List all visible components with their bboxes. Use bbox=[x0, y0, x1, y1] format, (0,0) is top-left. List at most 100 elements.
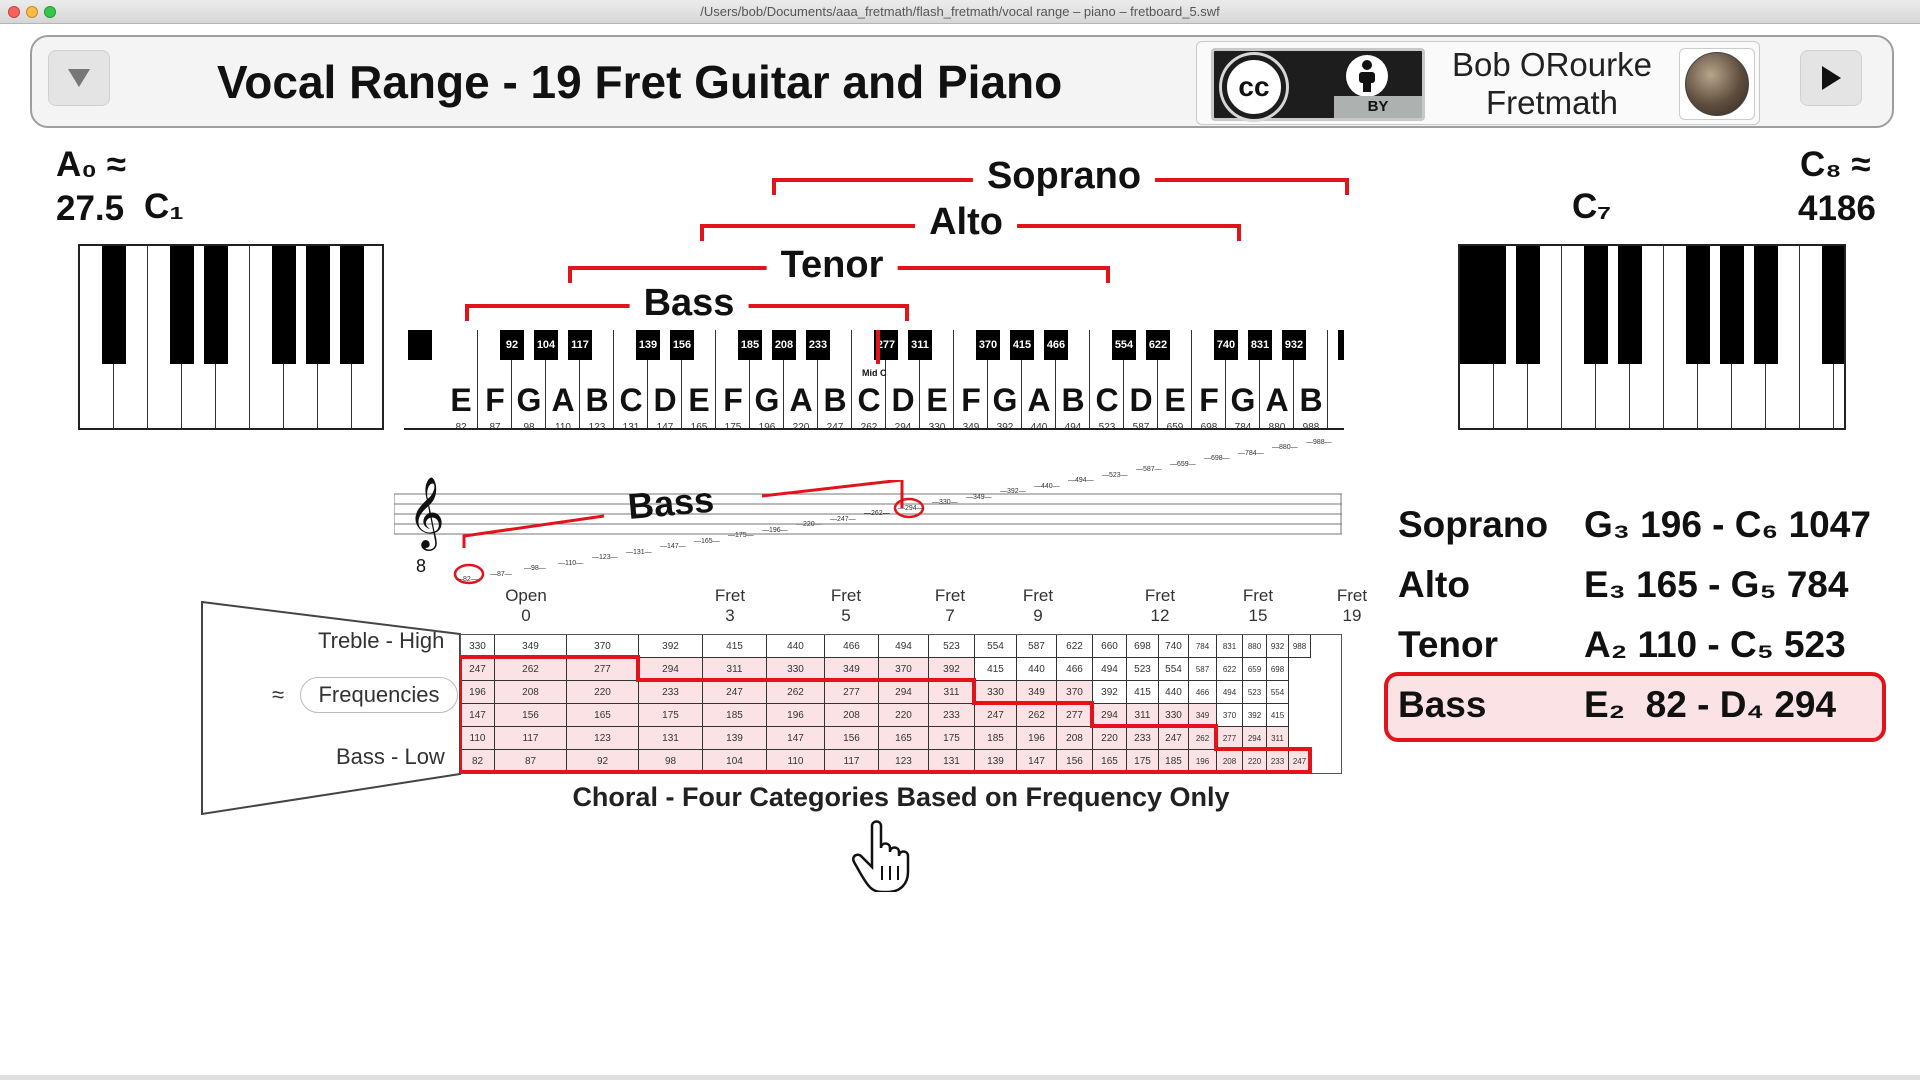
note-frequency: 698 bbox=[1200, 422, 1218, 430]
note-frequency: 82 bbox=[455, 422, 467, 430]
sharp-key[interactable]: 117 bbox=[568, 330, 592, 360]
piano-black-key[interactable] bbox=[1482, 246, 1506, 364]
fretboard-cell: 659 bbox=[1243, 658, 1267, 681]
fretboard-cell: 247 bbox=[461, 658, 495, 681]
fretboard-cell: 165 bbox=[879, 727, 929, 750]
avatar[interactable] bbox=[1679, 48, 1755, 120]
note-frequency: 98 bbox=[523, 422, 535, 430]
sharp-key[interactable]: 233 bbox=[806, 330, 830, 360]
piano-black-key[interactable] bbox=[1516, 246, 1540, 364]
note-frequency: 659 bbox=[1166, 422, 1184, 430]
staff-note-label: —220— bbox=[796, 521, 822, 528]
sharp-key[interactable]: 466 bbox=[1044, 330, 1068, 360]
note-letter: B bbox=[1061, 382, 1085, 418]
piano-black-key[interactable] bbox=[204, 246, 228, 364]
fret-label-number: 3 bbox=[725, 606, 735, 625]
note-frequency: 784 bbox=[1234, 422, 1252, 430]
fretboard-cell: 587 bbox=[1017, 635, 1057, 658]
sharp-key[interactable]: 554 bbox=[1112, 330, 1136, 360]
close-window-icon[interactable] bbox=[8, 6, 20, 18]
sharp-key[interactable]: 208 bbox=[772, 330, 796, 360]
piano-black-key[interactable] bbox=[170, 246, 194, 364]
sharp-key[interactable]: 415 bbox=[1010, 330, 1034, 360]
piano-black-key[interactable] bbox=[1460, 246, 1484, 364]
soprano-range-label: Soprano bbox=[972, 156, 1156, 196]
fret-label-number: 12 bbox=[1150, 606, 1170, 625]
piano-black-key[interactable] bbox=[272, 246, 296, 364]
piano-black-key[interactable] bbox=[1822, 246, 1844, 364]
fret-label-top: Fret bbox=[1144, 586, 1176, 605]
zoom-window-icon[interactable] bbox=[44, 6, 56, 18]
fretboard-cell: 392 bbox=[1243, 704, 1267, 727]
fretboard-cell: 196 bbox=[1017, 727, 1057, 750]
frequencies-button[interactable]: Frequencies bbox=[300, 677, 458, 713]
fretboard-cell: 554 bbox=[975, 635, 1017, 658]
staff-note-label: —165— bbox=[694, 537, 720, 545]
sharp-key[interactable]: 92 bbox=[500, 330, 524, 360]
fretboard-cell: 415 bbox=[1127, 681, 1159, 704]
sharp-key[interactable]: 622 bbox=[1146, 330, 1170, 360]
piano-white-key[interactable] bbox=[444, 330, 478, 428]
approx-symbol: ≈ bbox=[272, 682, 285, 707]
note-frequency: 220 bbox=[792, 422, 810, 430]
alto-info-range: E₃ 165 - G₅ 784 bbox=[1584, 564, 1849, 605]
guitar-photo-icon bbox=[1685, 52, 1749, 116]
note-frequency: 196 bbox=[758, 422, 776, 430]
play-next-button[interactable] bbox=[1800, 50, 1862, 106]
note-frequency: 988 bbox=[1302, 422, 1320, 430]
fretboard-cell: 415 bbox=[1267, 704, 1289, 727]
note-frequency: 110 bbox=[555, 422, 571, 430]
sharp-key[interactable]: 831 bbox=[1248, 330, 1272, 360]
staff-note-label: —87— bbox=[490, 570, 512, 578]
staff-note-label: —175— bbox=[728, 532, 754, 539]
staff-note-label: —784— bbox=[1238, 449, 1264, 457]
piano-black-key[interactable] bbox=[1754, 246, 1778, 364]
sharp-key[interactable]: 104 bbox=[534, 330, 558, 360]
sharp-key[interactable]: 185 bbox=[738, 330, 762, 360]
fretboard-cell: 247 bbox=[703, 681, 767, 704]
note-letter: F bbox=[723, 382, 743, 418]
fret-label-number: 5 bbox=[841, 606, 851, 625]
piano-black-key[interactable] bbox=[408, 330, 432, 360]
note-letter: B bbox=[585, 382, 609, 418]
fretboard-cell: 156 bbox=[825, 727, 879, 750]
fretboard-cell: 247 bbox=[975, 704, 1017, 727]
piano-black-key[interactable] bbox=[306, 246, 330, 364]
sharp-key[interactable]: 740 bbox=[1214, 330, 1238, 360]
note-frequency: 330 bbox=[928, 422, 946, 430]
piano-black-key[interactable] bbox=[1338, 330, 1344, 360]
note-letter: D bbox=[1129, 382, 1153, 418]
cc-license-badge[interactable]: cc BY bbox=[1211, 48, 1425, 121]
hand-cursor-icon bbox=[852, 820, 910, 892]
note-frequency: 262 bbox=[860, 422, 878, 430]
piano-low-section: A bbox=[78, 244, 384, 430]
staff-note-label: —349— bbox=[966, 493, 992, 501]
piano-black-key[interactable] bbox=[1720, 246, 1744, 364]
note-letter: B bbox=[823, 382, 847, 418]
minimize-window-icon[interactable] bbox=[26, 6, 38, 18]
sharp-key[interactable]: 139 bbox=[636, 330, 660, 360]
piano-black-key[interactable] bbox=[1686, 246, 1710, 364]
note-letter: G bbox=[516, 382, 542, 418]
sharp-key[interactable]: 156 bbox=[670, 330, 694, 360]
piano-black-key[interactable] bbox=[102, 246, 126, 364]
staff-note-label: —494— bbox=[1068, 477, 1094, 484]
sharp-key[interactable]: 932 bbox=[1282, 330, 1306, 360]
bass-low-label: Bass - Low bbox=[336, 744, 445, 769]
fretboard-cell: 165 bbox=[567, 704, 639, 727]
piano-black-key[interactable] bbox=[340, 246, 364, 364]
fret-label-number: 7 bbox=[945, 606, 955, 625]
staff-lines bbox=[394, 480, 1342, 585]
piano-black-key[interactable] bbox=[1584, 246, 1608, 364]
menu-dropdown-button[interactable] bbox=[48, 50, 110, 106]
play-icon bbox=[1822, 66, 1841, 90]
sharp-key[interactable]: 311 bbox=[908, 330, 932, 360]
staff-bass-label: Bass bbox=[626, 478, 716, 527]
piano-black-key[interactable] bbox=[1618, 246, 1642, 364]
fretboard-cell: 196 bbox=[461, 681, 495, 704]
fretboard-cell: 440 bbox=[1017, 658, 1057, 681]
sharp-key[interactable]: 370 bbox=[976, 330, 1000, 360]
